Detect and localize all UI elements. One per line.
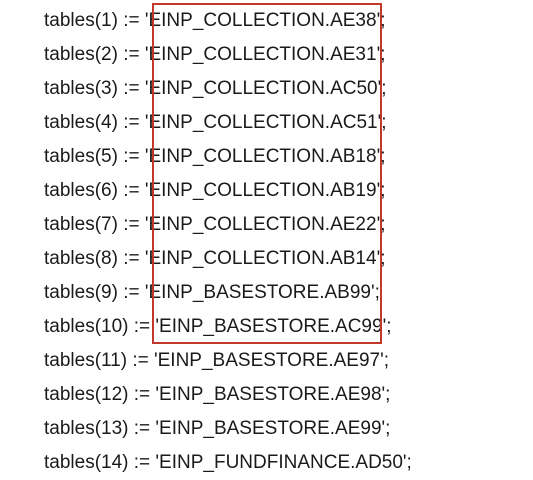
code-line: tables(5) := 'EINP_COLLECTION.AB18'; [44,146,386,167]
code-line: tables(7) := 'EINP_COLLECTION.AE22'; [44,214,386,235]
code-line: tables(3) := 'EINP_COLLECTION.AC50'; [44,78,387,99]
code-line: tables(9) := 'EINP_BASESTORE.AB99'; [44,282,380,303]
code-line: tables(6) := 'EINP_COLLECTION.AB19'; [44,180,386,201]
code-line: tables(4) := 'EINP_COLLECTION.AC51'; [44,112,387,133]
code-line: tables(2) := 'EINP_COLLECTION.AE31'; [44,44,386,65]
code-line: tables(10) := 'EINP_BASESTORE.AC99'; [44,316,392,337]
code-line: tables(8) := 'EINP_COLLECTION.AB14'; [44,248,386,269]
code-line: tables(14) := 'EINP_FUNDFINANCE.AD50'; [44,452,412,473]
code-line: tables(13) := 'EINP_BASESTORE.AE99'; [44,418,391,439]
code-line: tables(1) := 'EINP_COLLECTION.AE38'; [44,10,386,31]
code-line: tables(11) := 'EINP_BASESTORE.AE97'; [44,350,390,371]
code-listing: tables(1) := 'EINP_COLLECTION.AE38'; tab… [44,4,412,480]
code-line: tables(12) := 'EINP_BASESTORE.AE98'; [44,384,391,405]
